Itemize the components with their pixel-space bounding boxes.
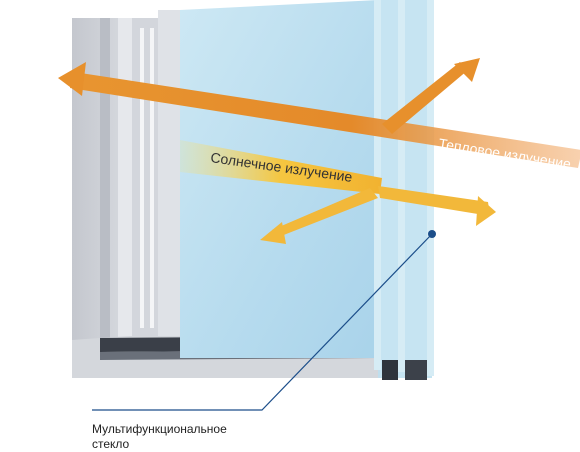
callout-line-2: стекло [92,437,130,451]
callout-leader [92,230,436,411]
arrow-head-icon [260,222,286,244]
arrow-head-icon [454,58,480,82]
arrow-head-icon [476,196,496,226]
window-frame [72,10,180,378]
callout-line-1: Мультифункциональное [92,422,227,436]
leader-dot-icon [428,230,436,238]
arrow-head-icon [58,62,86,96]
callout-label: Мультифункциональное стекло [92,422,292,452]
